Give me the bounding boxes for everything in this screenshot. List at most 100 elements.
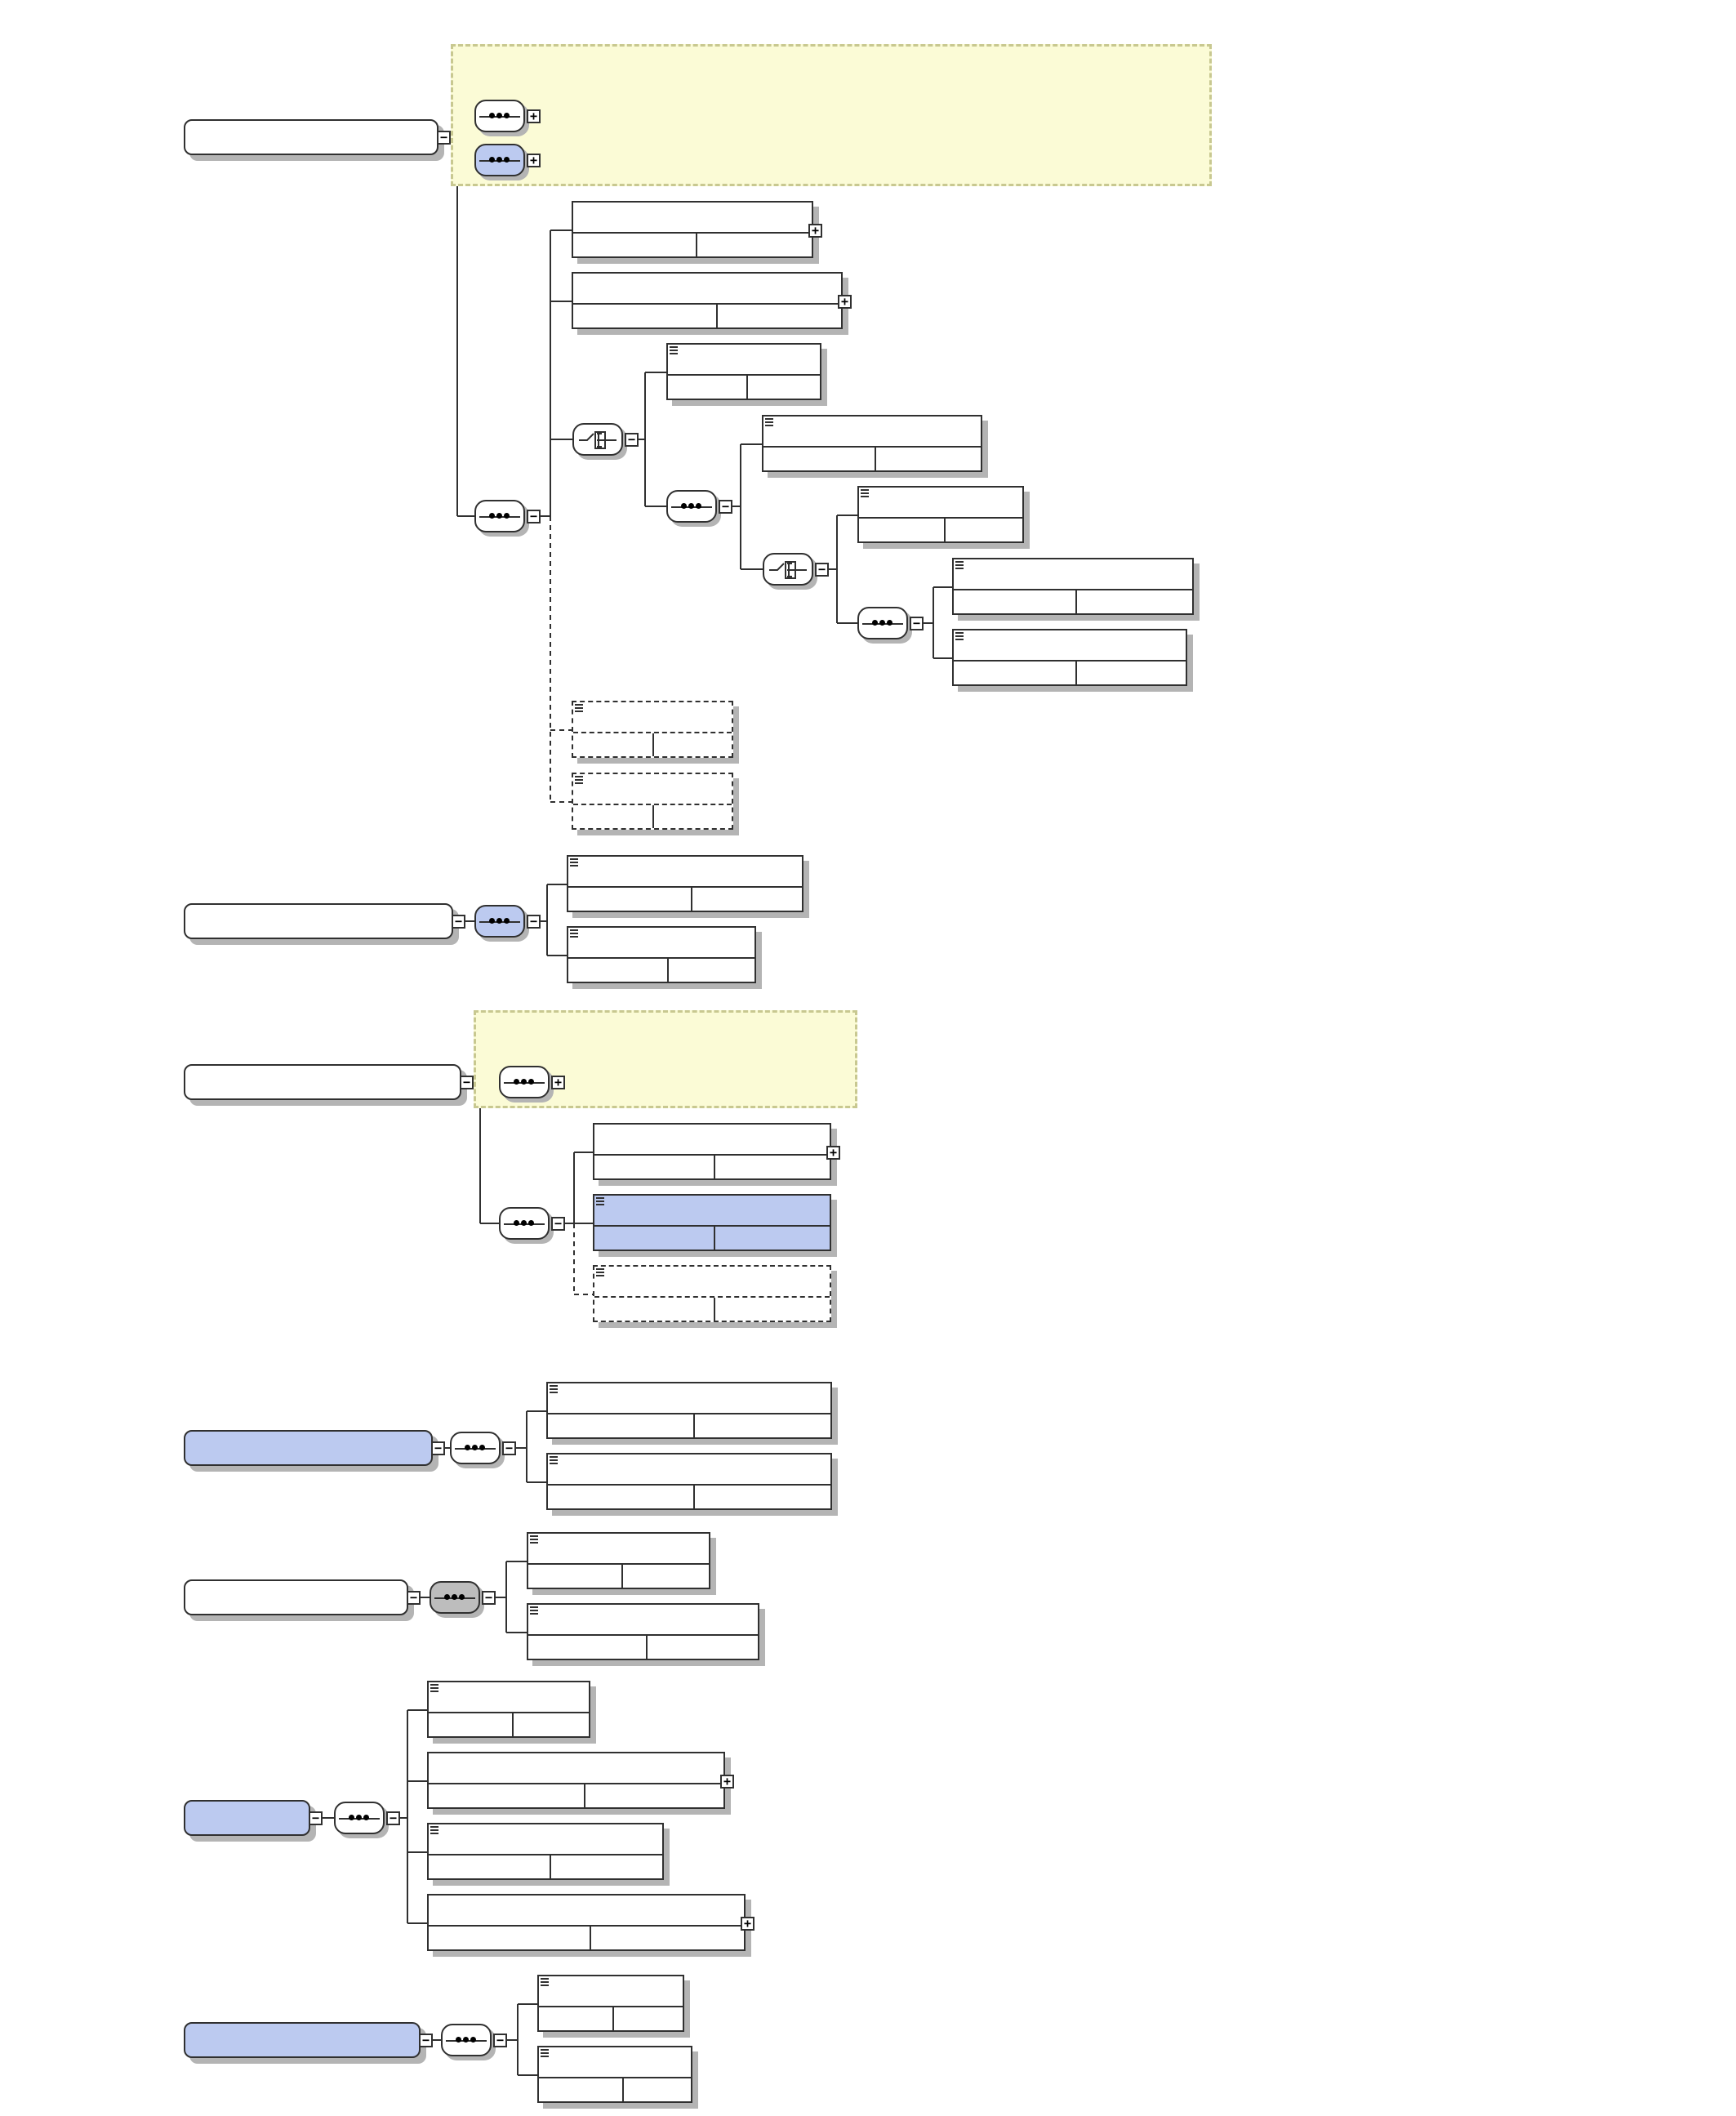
complex-type-identidad-juridica-type[interactable]	[184, 1064, 461, 1100]
complex-type-fecha-num-txt-type[interactable]	[184, 2022, 421, 2058]
sequence-dots-icon	[489, 513, 510, 519]
element-type	[621, 1565, 709, 1588]
sequence-compositor[interactable]	[450, 1432, 501, 1464]
element-inscripcion-rc[interactable]	[952, 629, 1187, 686]
element-icon	[955, 561, 964, 569]
choice-compositor[interactable]	[572, 423, 623, 456]
element-icon	[596, 1268, 604, 1276]
element-icon	[575, 776, 583, 784]
element-expand-toggle[interactable]: +	[808, 224, 822, 238]
complex-type-collapse-toggle[interactable]: −	[437, 131, 451, 145]
compositor-collapse-toggle[interactable]: −	[551, 1217, 565, 1231]
element-expand-toggle[interactable]: +	[826, 1146, 840, 1160]
element-de-numero[interactable]	[546, 1382, 832, 1439]
complex-type-identidad-fisica-type[interactable]	[184, 119, 438, 155]
complex-type-collapse-toggle[interactable]: −	[452, 915, 465, 929]
compositor-expand-toggle[interactable]: +	[527, 109, 541, 123]
sequence-compositor[interactable]	[474, 144, 525, 176]
sequence-compositor[interactable]	[499, 1066, 550, 1098]
element-icon	[541, 2049, 549, 2057]
sequence-dots-icon	[349, 1815, 370, 1821]
element-nacionalidad[interactable]	[593, 1265, 831, 1322]
compositor-expand-toggle[interactable]: +	[551, 1076, 565, 1089]
element-info-row	[954, 660, 1186, 684]
element-domicilio[interactable]	[593, 1123, 831, 1180]
compositor-expand-toggle[interactable]: +	[527, 154, 541, 167]
sequence-dots-icon	[489, 918, 510, 924]
element-icon	[570, 858, 578, 866]
element-valor-num[interactable]	[527, 1532, 710, 1589]
complex-type-collapse-toggle[interactable]: −	[460, 1076, 474, 1089]
element-icon	[530, 1535, 538, 1544]
element-titulo-cargas[interactable]	[427, 1823, 664, 1880]
sequence-compositor[interactable]	[474, 500, 525, 532]
element-type	[512, 1713, 589, 1736]
compositor-collapse-toggle[interactable]: −	[482, 1591, 496, 1605]
compositor-collapse-toggle[interactable]: −	[527, 915, 541, 929]
element-valor-txt[interactable]	[527, 1603, 759, 1660]
compositor-collapse-toggle[interactable]: −	[502, 1441, 516, 1455]
compositor-collapse-toggle[interactable]: −	[815, 563, 829, 577]
element-datos-registro[interactable]	[593, 1194, 831, 1251]
element-type	[612, 2007, 683, 2030]
compositor-collapse-toggle[interactable]: −	[493, 2034, 507, 2047]
compositor-collapse-toggle[interactable]: −	[527, 510, 541, 523]
sequence-compositor[interactable]	[499, 1207, 550, 1240]
element-fecha-nacimiento[interactable]	[762, 415, 982, 472]
element-type	[944, 519, 1022, 541]
compositor-collapse-toggle[interactable]: −	[386, 1811, 400, 1825]
element-expand-toggle[interactable]: +	[838, 295, 852, 309]
complex-type-collapse-toggle[interactable]: −	[407, 1591, 421, 1605]
sequence-compositor[interactable]	[430, 1581, 480, 1614]
element-rango-participaciones[interactable]	[427, 1894, 746, 1951]
complex-type-collapse-toggle[interactable]: −	[419, 2034, 433, 2047]
sequence-compositor[interactable]	[857, 607, 908, 639]
element-expand-toggle[interactable]: +	[720, 1775, 734, 1789]
element-estado-civil[interactable]	[572, 272, 843, 329]
element-info-row	[954, 589, 1192, 613]
element-info-row	[429, 1712, 589, 1736]
element-valor-bien[interactable]	[427, 1752, 725, 1809]
element-type	[1075, 662, 1186, 684]
complex-type-rango-numero-type[interactable]	[184, 1430, 433, 1466]
sequence-compositor[interactable]	[474, 100, 525, 132]
compositor-collapse-toggle[interactable]: −	[719, 500, 732, 514]
element-type	[652, 805, 732, 828]
choice-compositor[interactable]	[763, 553, 813, 586]
sequence-compositor[interactable]	[441, 2024, 492, 2056]
element-type	[714, 1156, 830, 1178]
sequence-compositor[interactable]	[474, 905, 525, 938]
sequence-dots-icon	[465, 1445, 486, 1451]
element-type	[716, 305, 841, 327]
element-descripcion[interactable]	[427, 1681, 590, 1738]
element-nif[interactable]	[567, 926, 756, 983]
sequence-compositor[interactable]	[666, 490, 717, 523]
complex-type-collapse-toggle[interactable]: −	[309, 1811, 323, 1825]
complex-type-valor-num-txt-type[interactable]	[184, 1579, 408, 1615]
element-type	[691, 888, 802, 911]
sequence-compositor[interactable]	[334, 1802, 385, 1834]
element-fecha-num[interactable]	[537, 1975, 684, 2032]
complex-type-persona-juridica-type[interactable]	[184, 903, 453, 939]
sequence-dots-icon	[514, 1220, 535, 1227]
compositor-collapse-toggle[interactable]: −	[910, 617, 924, 630]
element-type	[584, 1784, 723, 1807]
element-menor-emancipado[interactable]	[952, 558, 1194, 615]
element-denominacion[interactable]	[567, 855, 803, 912]
element-anumero[interactable]	[546, 1453, 832, 1510]
element-domicilio[interactable]	[572, 201, 813, 258]
element-profesion[interactable]	[572, 773, 733, 830]
complex-type-collapse-toggle[interactable]: −	[431, 1441, 445, 1455]
element-info-row	[429, 1854, 662, 1878]
element-info-row	[429, 1925, 744, 1949]
element-menor-edad[interactable]	[857, 486, 1024, 543]
element-fecha-txt[interactable]	[537, 2046, 692, 2103]
element-info-row	[539, 2077, 691, 2101]
compositor-collapse-toggle[interactable]: −	[625, 433, 639, 447]
element-mayor-edad[interactable]	[666, 343, 821, 400]
element-expand-toggle[interactable]: +	[741, 1917, 754, 1931]
complex-type-bien-type[interactable]	[184, 1800, 310, 1836]
element-vecindad[interactable]	[572, 701, 733, 758]
